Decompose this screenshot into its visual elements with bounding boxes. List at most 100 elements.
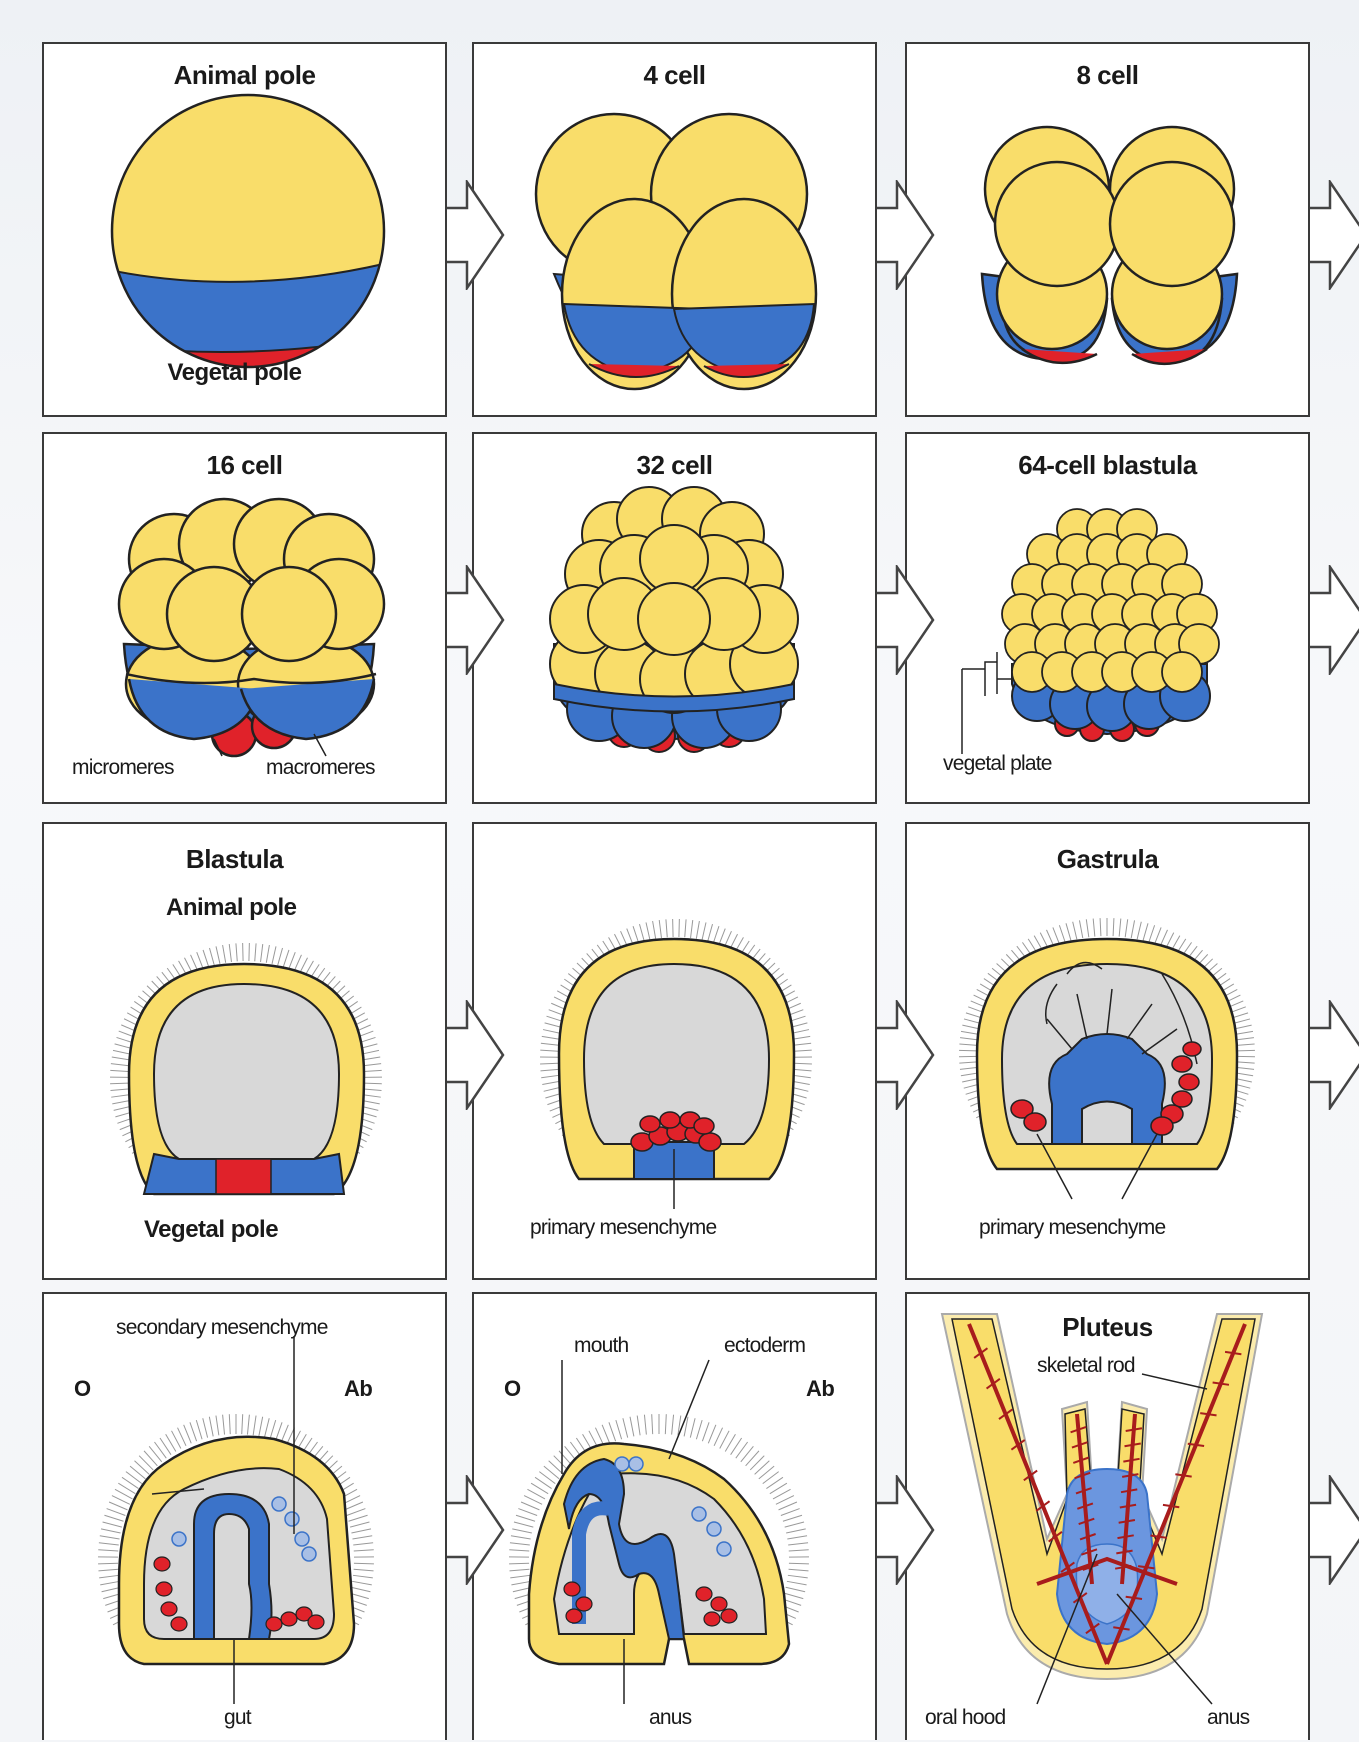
right-arrow-icon	[445, 1000, 505, 1110]
cilium	[962, 1025, 980, 1029]
cilium	[209, 1417, 213, 1437]
cilium	[524, 1496, 542, 1505]
right-arrow-icon	[875, 565, 935, 675]
cilium	[719, 929, 726, 946]
cilium	[364, 1089, 382, 1091]
cilium	[115, 1044, 132, 1049]
cilium	[540, 1050, 558, 1051]
cilium	[100, 1536, 120, 1539]
cilium	[540, 1069, 558, 1071]
panel-gastrula: Gastrula	[905, 822, 1310, 1280]
cilium	[527, 1489, 545, 1499]
thirty-two-cell-drawing	[474, 434, 875, 802]
right-arrow-icon	[875, 1475, 935, 1585]
cilium	[696, 1420, 702, 1439]
cilium	[691, 920, 693, 938]
cilium	[100, 1581, 120, 1585]
cilium	[229, 944, 231, 962]
cilium	[773, 1489, 791, 1499]
cilium	[637, 1416, 640, 1436]
cilium	[351, 1587, 370, 1592]
cilium	[787, 1536, 807, 1539]
cilium	[111, 1095, 129, 1097]
cilium	[714, 1428, 722, 1446]
cilium	[708, 1425, 716, 1444]
cilium	[209, 948, 214, 965]
right-arrow-icon	[445, 1475, 505, 1585]
right-arrow-icon	[1308, 565, 1359, 675]
panel-8-cell: 8 cell	[905, 42, 1310, 417]
cilium	[961, 1031, 979, 1034]
cilium	[785, 1522, 804, 1527]
cilium	[720, 1431, 729, 1449]
cilium	[1160, 930, 1167, 946]
cilium	[543, 1030, 561, 1034]
cilium	[779, 1502, 797, 1510]
ingression-drawing	[474, 824, 875, 1278]
panel-4-cell: 4 cell	[472, 42, 877, 417]
cilium	[786, 1587, 805, 1592]
cilium	[354, 1550, 374, 1551]
cilium	[1155, 927, 1162, 944]
secondary-mesenchyme-drawing	[44, 1294, 445, 1740]
cilium	[203, 950, 209, 967]
vegetal-plate-label: vegetal plate	[943, 752, 1052, 776]
cilium	[1073, 922, 1077, 940]
right-arrow-icon	[1308, 1000, 1359, 1110]
cilium	[1143, 923, 1148, 940]
cilium	[98, 1569, 118, 1571]
gastrula-drawing	[907, 824, 1308, 1278]
cilium	[347, 1509, 366, 1516]
cilium	[184, 1425, 192, 1444]
cilium	[959, 1062, 977, 1063]
cilium	[216, 1416, 219, 1436]
cilium	[364, 1070, 382, 1071]
cilium	[354, 1569, 374, 1571]
cilium	[1113, 918, 1114, 936]
cilium	[781, 1509, 800, 1516]
cilium	[275, 1422, 282, 1441]
panel-32-cell: 32 cell	[472, 432, 877, 804]
cilium	[139, 1456, 153, 1470]
cilium	[793, 1075, 811, 1077]
cilium	[113, 1050, 131, 1054]
cilium	[794, 1069, 812, 1071]
cilium	[364, 1083, 382, 1084]
panel-mesenchyme-ingression: primary mesenchyme	[472, 822, 877, 1280]
cilium	[247, 1415, 249, 1435]
cilium	[104, 1515, 123, 1521]
cilium	[223, 945, 226, 963]
cilium	[352, 1536, 372, 1539]
panel-secondary-mesenchyme: secondary mesenchyme O Ab g	[42, 1292, 447, 1740]
cilium	[666, 919, 667, 937]
cilium	[1053, 927, 1060, 944]
cilium	[144, 1451, 157, 1466]
cilium	[1093, 919, 1095, 937]
cilium	[652, 1414, 653, 1434]
cilium	[110, 1089, 128, 1091]
cilium	[616, 1420, 622, 1439]
cilium	[223, 1415, 225, 1435]
cilium	[101, 1529, 121, 1533]
cilium	[216, 946, 220, 964]
panel-pluteus: Pluteus skeletal rod oral hood anus	[905, 1292, 1310, 1740]
blastula-drawing	[44, 824, 445, 1278]
cilium	[354, 1563, 374, 1564]
cilium	[511, 1536, 531, 1539]
anus-label: anus	[649, 1706, 691, 1730]
cilium	[702, 1422, 709, 1441]
cilium	[351, 1529, 371, 1533]
vegetal-pole-label: Vegetal pole	[24, 359, 445, 387]
cilium	[518, 1509, 537, 1516]
cilium	[665, 1414, 666, 1434]
cilium	[653, 921, 656, 939]
right-arrow-icon	[1308, 1475, 1359, 1585]
cilium	[283, 950, 289, 967]
cilium	[134, 1461, 149, 1475]
cilium	[253, 1416, 256, 1436]
macromeres-label: macromeres	[266, 756, 375, 780]
cilium	[542, 1036, 560, 1039]
cilium	[1237, 1044, 1255, 1045]
cilium	[960, 1038, 978, 1040]
cilium	[545, 1023, 562, 1028]
